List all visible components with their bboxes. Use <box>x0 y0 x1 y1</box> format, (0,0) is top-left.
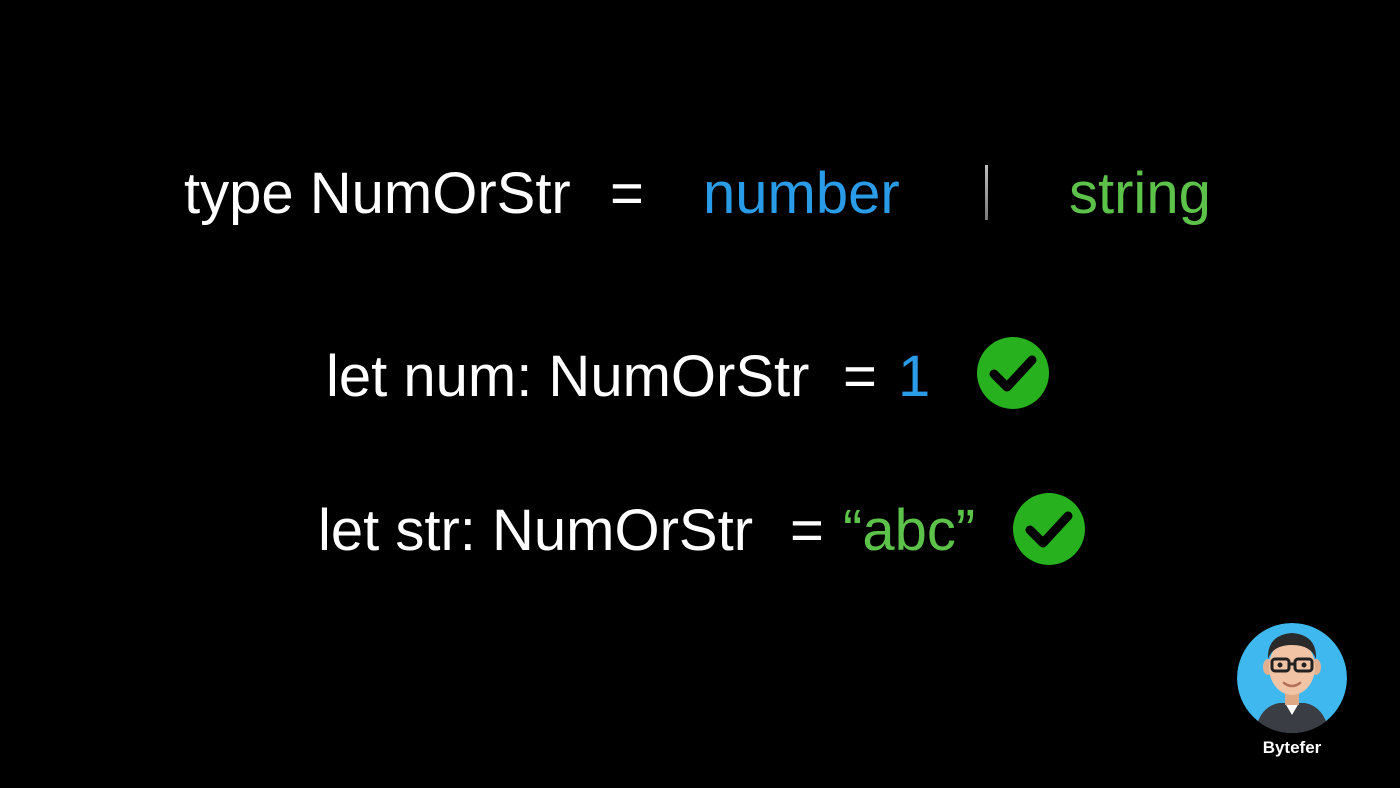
brand-name: Bytefer <box>1262 738 1322 757</box>
avatar-logo <box>1237 623 1347 733</box>
type-declaration: type NumOrStr <box>184 161 571 226</box>
num-value: 1 <box>898 344 931 409</box>
str-value: “abc” <box>843 498 976 563</box>
num-declaration: let num: NumOrStr <box>326 344 810 409</box>
string-type: string <box>1069 161 1211 226</box>
equals-sign-2: = <box>843 344 877 409</box>
equals-sign-1: = <box>610 161 644 226</box>
avatar-illustration <box>1237 623 1347 733</box>
check-circle-icon <box>977 337 1049 409</box>
equals-sign-3: = <box>790 498 824 563</box>
str-declaration: let str: NumOrStr <box>318 498 754 563</box>
number-type: number <box>703 161 900 226</box>
union-separator <box>985 165 988 220</box>
check-circle-icon <box>1013 493 1085 565</box>
